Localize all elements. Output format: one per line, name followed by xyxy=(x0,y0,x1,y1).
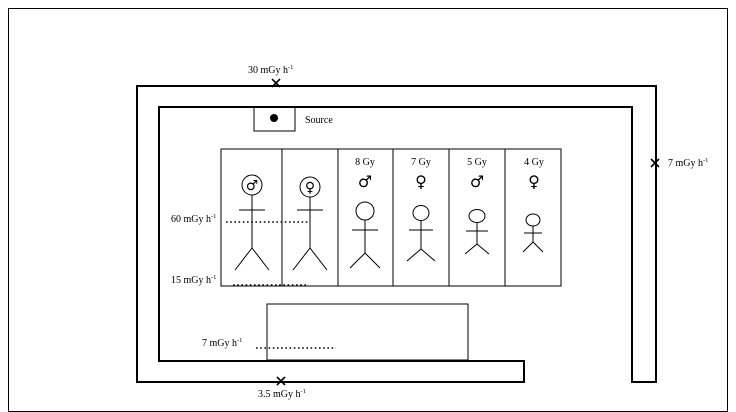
head-icon xyxy=(468,209,486,223)
stick-figure-icon xyxy=(464,223,490,255)
stick-figure-icon xyxy=(349,220,381,269)
x-mark-icon xyxy=(276,376,286,386)
female-icon: ♀ xyxy=(305,180,315,196)
dose-marker-right-label: 7 mGy h-1 xyxy=(668,157,708,169)
figure-panel: ♂ ♀ 8 Gy ♂ 7 Gy ♀ 5 Gy ♂ 4 Gy xyxy=(220,148,562,287)
figure-3-dose: 8 Gy xyxy=(355,157,375,168)
dose-marker-bottom-label: 3.5 mGy h-1 xyxy=(258,388,306,400)
level-lower-label: 15 mGy h-1 xyxy=(171,274,216,286)
figure-5-dose: 5 Gy xyxy=(467,157,487,168)
level-table-label: 7 mGy h-1 xyxy=(202,337,242,349)
head-icon xyxy=(355,201,375,221)
stick-figure-icon xyxy=(234,195,270,271)
source-label: Source xyxy=(305,115,333,126)
level-line-table: 7 mGy h-1 xyxy=(202,337,336,349)
head-icon xyxy=(412,205,430,221)
stick-figure-icon xyxy=(522,226,544,253)
source-dot xyxy=(270,114,278,122)
figure-4: 7 Gy ♀ xyxy=(406,157,436,262)
x-mark-icon xyxy=(271,78,281,88)
level-line-lower: 15 mGy h-1 xyxy=(171,274,308,286)
figure-3: 8 Gy ♂ xyxy=(349,157,381,269)
stick-figure-icon xyxy=(406,221,436,262)
male-icon: ♂ xyxy=(246,178,259,194)
level-line-upper: 60 mGy h-1 xyxy=(171,213,308,225)
figure-frame xyxy=(8,8,728,412)
stick-figure-icon xyxy=(292,197,328,271)
dose-marker-top-label: 30 mGy h-1 xyxy=(248,64,293,76)
male-icon: ♂ xyxy=(470,172,484,191)
x-mark-icon xyxy=(650,158,660,168)
source-box: Source xyxy=(253,106,333,132)
dose-marker-top: 30 mGy h-1 xyxy=(248,64,293,88)
dose-marker-right: 7 mGy h-1 xyxy=(650,157,708,169)
figure-panel-frame xyxy=(220,148,562,287)
table-box xyxy=(266,303,469,361)
male-icon: ♂ xyxy=(358,172,372,191)
figure-4-dose: 7 Gy xyxy=(411,157,431,168)
level-upper-label: 60 mGy h-1 xyxy=(171,213,216,225)
female-icon: ♀ xyxy=(415,172,427,191)
figure-2: ♀ xyxy=(292,176,328,271)
female-icon: ♀ xyxy=(528,172,540,191)
dose-marker-bottom: 3.5 mGy h-1 xyxy=(258,376,306,400)
figure-6: 4 Gy ♀ xyxy=(522,157,544,253)
head-icon xyxy=(525,213,541,227)
figure-6-dose: 4 Gy xyxy=(524,157,544,168)
figure-5: 5 Gy ♂ xyxy=(464,157,490,255)
room-walls xyxy=(136,85,657,383)
source-container xyxy=(253,106,296,132)
